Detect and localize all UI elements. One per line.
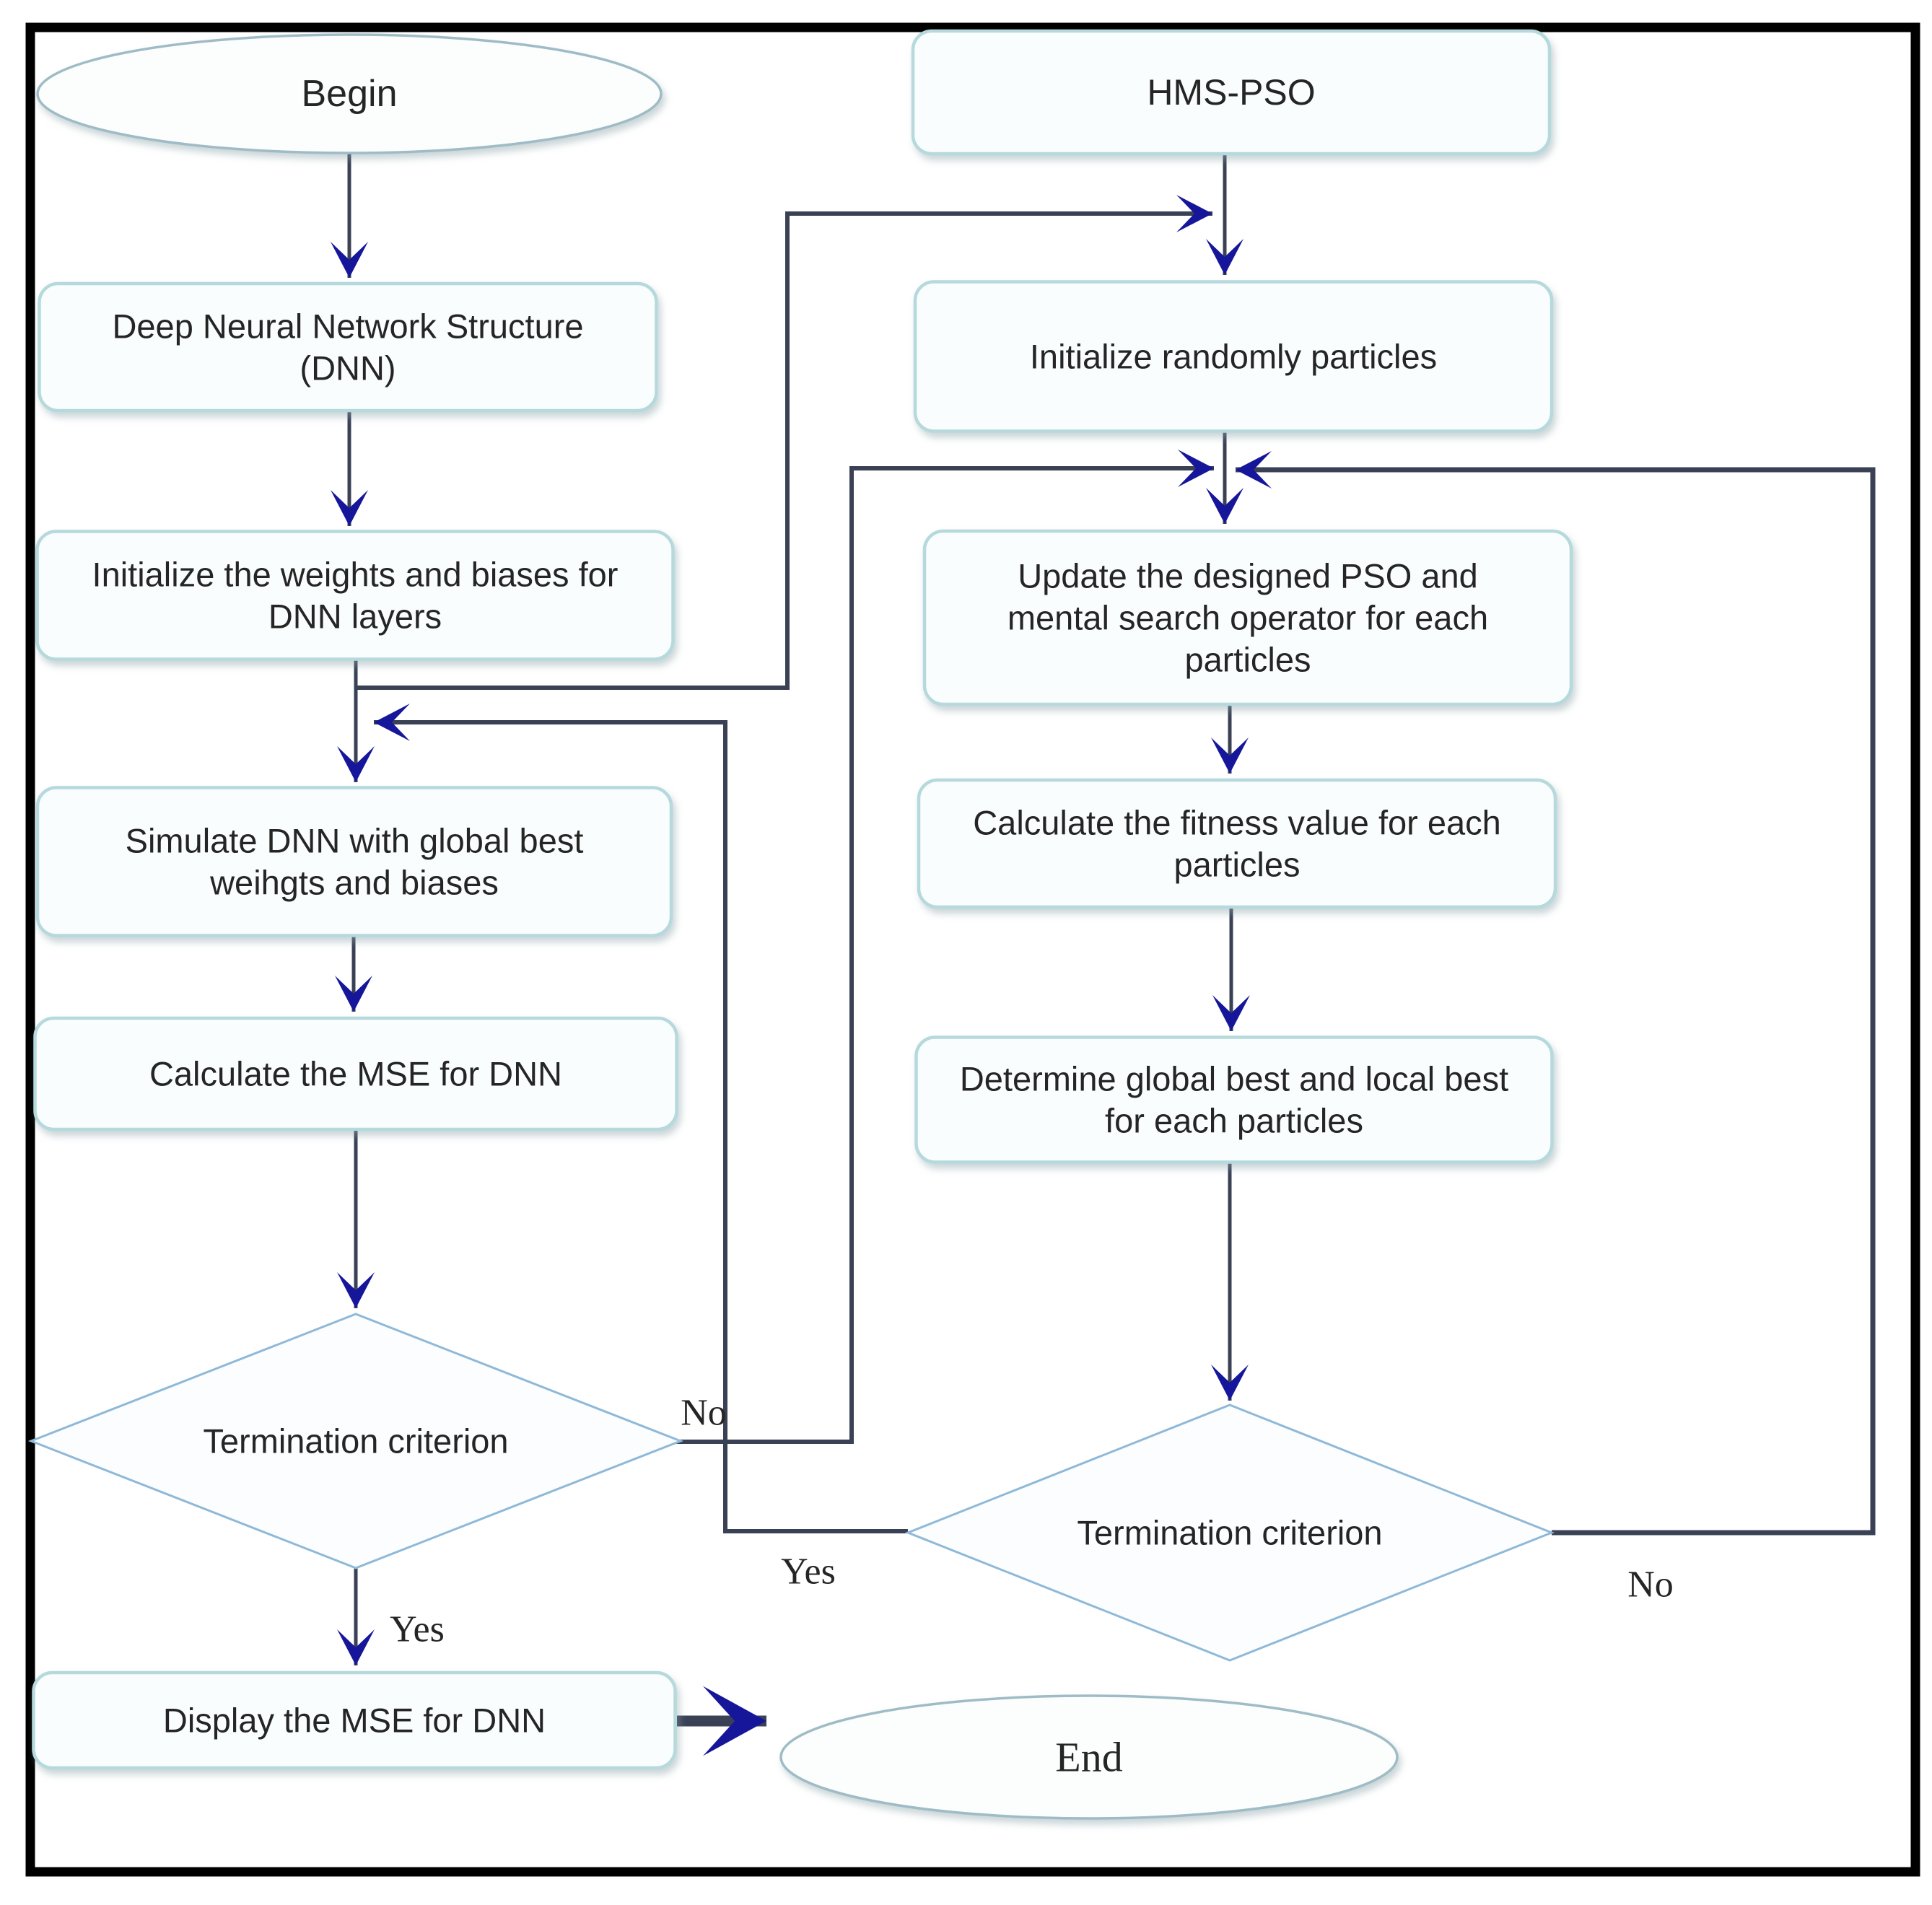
node-end — [779, 1694, 1399, 1820]
node-determine-best-label: for each particles — [1105, 1102, 1363, 1140]
node-termination-right — [904, 1403, 1555, 1662]
edge-hms-to-init-particles-arrowhead — [1206, 239, 1243, 275]
edge-termination-right-no-loop-arrowhead — [1236, 451, 1272, 489]
node-init-weights — [35, 530, 675, 661]
node-calc-fitness-label: particles — [1173, 846, 1300, 884]
node-calc-mse-label: Calculate the MSE for DNN — [149, 1055, 562, 1093]
edge-label-no-left: No — [681, 1393, 727, 1434]
node-update-pso — [922, 529, 1573, 706]
edge-termination-right-no-loop — [1236, 467, 1876, 1536]
edge-init-particles-to-update-arrowhead — [1206, 488, 1243, 524]
edge-calc-mse-to-termination-left-arrowhead — [337, 1272, 375, 1308]
node-display-mse — [32, 1670, 677, 1770]
edge-fitness-to-determine-arrowhead — [1212, 995, 1250, 1031]
node-simulate-dnn-label: Simulate DNN with global best — [126, 822, 584, 860]
outer-frame — [25, 22, 1920, 1877]
labels-layer: Begin HMS-PSO Deep Neural Network Structur… — [92, 72, 1674, 1781]
node-hms-pso-label: HMS-PSO — [1147, 72, 1315, 113]
node-update-pso-label: Update the designed PSO and — [1018, 557, 1478, 595]
edge-determine-to-termination-right-arrowhead — [1211, 1365, 1249, 1401]
edge-termination-left-yes-arrowhead — [337, 1629, 375, 1665]
node-update-pso-label: particles — [1184, 641, 1311, 679]
node-begin-label: Begin — [302, 73, 398, 115]
node-dnn-structure-label: Deep Neural Network Structure — [112, 307, 583, 346]
nodes-layer — [27, 29, 1573, 1820]
node-calc-fitness — [917, 778, 1557, 909]
node-calc-fitness-label: Calculate the fitness value for each — [973, 804, 1501, 842]
edge-label-yes-left: Yes — [390, 1609, 445, 1650]
edge-update-to-fitness-arrowhead — [1211, 737, 1249, 774]
node-termination-left — [27, 1313, 684, 1569]
edge-termination-left-no-loop — [674, 466, 1214, 1444]
node-dnn-structure-label: (DNN) — [300, 349, 395, 387]
node-begin — [36, 33, 663, 154]
edges-layer — [25, 22, 1920, 1877]
node-init-weights-label: Initialize the weights and biases for — [92, 556, 618, 594]
edge-begin-to-dnn-arrowhead — [331, 242, 368, 278]
edge-init-weights-branch-to-init-particles — [356, 211, 1212, 690]
edge-label-yes-right: Yes — [781, 1551, 836, 1593]
edge-termination-right-yes-loop-arrowhead — [374, 704, 410, 741]
node-display-mse-label: Display the MSE for DNN — [163, 1702, 546, 1740]
node-determine-best-label: Determine global best and local best — [960, 1060, 1508, 1098]
node-termination-right-label: Termination criterion — [1077, 1514, 1382, 1552]
node-init-particles — [913, 280, 1554, 433]
node-calc-mse — [33, 1016, 678, 1131]
node-determine-best — [914, 1035, 1554, 1164]
node-termination-left-label: Termination criterion — [203, 1422, 508, 1460]
node-dnn-structure — [38, 281, 658, 413]
node-simulate-dnn — [35, 786, 673, 937]
edge-termination-left-no-loop-arrowhead — [1178, 450, 1214, 487]
edge-init-weights-branch-to-init-particles-arrowhead — [1176, 195, 1212, 232]
node-init-particles-label: Initialize randomly particles — [1030, 338, 1437, 376]
edge-display-to-end-arrowhead — [703, 1686, 766, 1756]
node-simulate-dnn-label: weihgts and biases — [209, 864, 499, 902]
edge-dnn-to-init-weights-arrowhead — [331, 490, 368, 526]
edge-label-no-right: No — [1627, 1564, 1674, 1606]
node-end-label: End — [1055, 1734, 1122, 1781]
node-update-pso-label: mental search operator for each — [1007, 599, 1488, 637]
edge-simulate-to-calc-mse-arrowhead — [335, 976, 372, 1012]
edge-init-weights-to-simulate-arrowhead — [337, 746, 375, 782]
node-init-weights-label: DNN layers — [268, 597, 442, 636]
edge-termination-right-yes-loop — [374, 720, 908, 1533]
node-hms-pso — [911, 29, 1552, 156]
